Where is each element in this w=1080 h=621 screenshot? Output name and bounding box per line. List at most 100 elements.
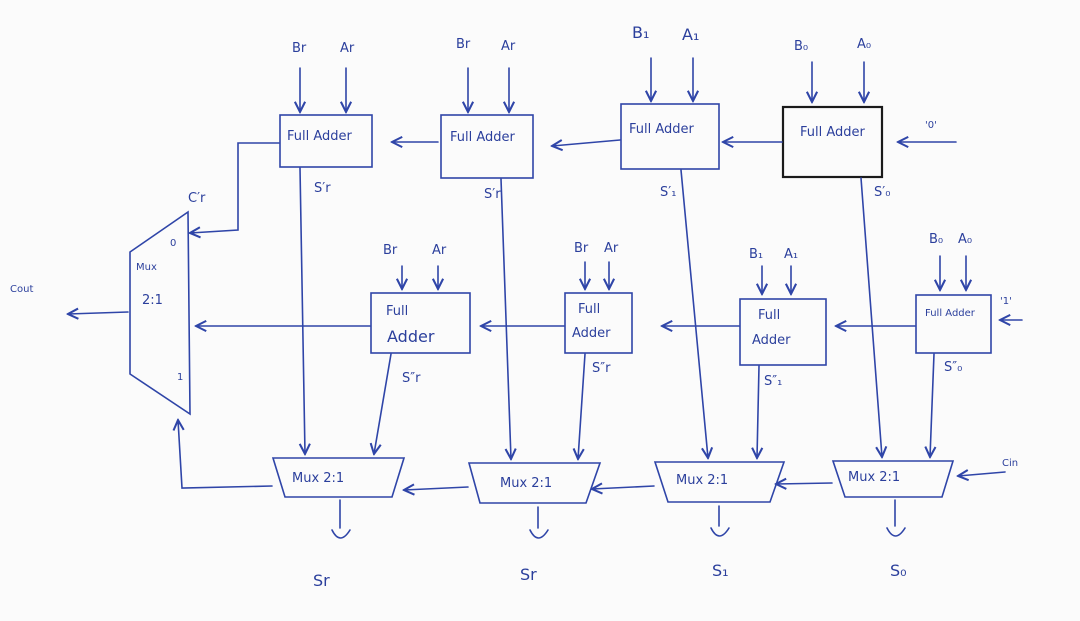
carry-mux-input-0: 0 <box>170 238 176 249</box>
top-sum-wire <box>300 167 305 454</box>
top-full-adder-r-1: Full Adder Br Ar S′r <box>440 37 534 202</box>
output-mux-label: Mux 2:1 <box>292 471 344 486</box>
input-a-label: A₁ <box>784 247 798 262</box>
output-arrow <box>886 527 906 537</box>
top-full-adder-r-2: Full Adder Br Ar S′r <box>279 41 373 196</box>
top-carry-in-label: '0' <box>925 120 937 131</box>
mux-select-wire <box>178 420 273 489</box>
input-a-label: A₀ <box>958 232 972 247</box>
bottom-adder-box <box>915 294 992 354</box>
top-adder-box <box>781 105 884 179</box>
top-sum-label: S′₁ <box>660 185 676 200</box>
output-mux-body <box>653 461 786 503</box>
output-mux-0: Mux 2:1 S₀ <box>831 460 955 580</box>
top-carry-wire <box>552 140 621 146</box>
output-sum-label: S₀ <box>890 561 907 580</box>
top-adder-row: Full Adder Br Ar S′r Full Adder Br Ar S′… <box>188 23 957 233</box>
output-mux-row: Mux 2:1 Sr Mux 2:1 Sr Mux 2:1 S₁ Mux 2:1… <box>271 457 1018 590</box>
mux-select-wire <box>592 486 655 489</box>
bottom-sum-wire <box>374 353 392 454</box>
output-arrow <box>529 529 549 539</box>
output-mux-1: Mux 2:1 S₁ <box>653 461 786 580</box>
input-b-label: Br <box>574 241 589 256</box>
carry-mux-label-line1: Mux <box>136 262 157 273</box>
top-sum-wire <box>680 169 708 458</box>
output-arrow <box>331 529 351 539</box>
cout-label: Cout <box>10 284 33 295</box>
carry-mux-label-line2: 2:1 <box>142 293 163 308</box>
bottom-full-adder-r-2: Full Adder Br Ar S″r <box>370 243 471 386</box>
bottom-adder-row: Full Adder Br Ar S″r Full Adder Br Ar S″… <box>196 232 1023 389</box>
bottom-sum-label: S″₁ <box>764 374 782 389</box>
input-a-label: Ar <box>340 41 355 56</box>
top-sum-label: S′r <box>484 187 501 202</box>
top-adder-box <box>440 114 534 179</box>
top-adder-label: Full Adder <box>800 125 866 140</box>
top-adder-label: Full Adder <box>287 129 353 144</box>
mux-select-wire <box>404 487 469 490</box>
input-b-label: B₀ <box>929 232 943 247</box>
bottom-adder-label-line1: Full <box>386 304 408 319</box>
output-sum-label: Sr <box>313 571 330 590</box>
top-full-adder-0: Full Adder B₀ A₀ S′₀ <box>781 37 890 200</box>
top-sum-wire <box>860 177 882 457</box>
top-sum-wire <box>500 178 511 459</box>
cin-label: Cin <box>1002 458 1018 469</box>
input-a-label: Ar <box>604 241 619 256</box>
input-b-label: Br <box>292 41 307 56</box>
input-a-label: Ar <box>501 39 516 54</box>
bottom-sum-label: S″r <box>592 361 611 376</box>
carry-mux-body <box>129 210 191 416</box>
output-sum-label: S₁ <box>712 561 729 580</box>
bottom-carry-in-label: '1' <box>1000 296 1012 307</box>
output-mux-label: Mux 2:1 <box>848 470 900 485</box>
cin-wire <box>958 472 1006 476</box>
top-adder-box <box>620 103 720 170</box>
top-adder-box <box>279 114 373 168</box>
top-sum-label: S′₀ <box>874 185 890 200</box>
carry-select-mux: Mux 2:1 0 1 Cout <box>10 210 273 489</box>
output-arrow <box>710 527 730 537</box>
bottom-sum-label: S″₀ <box>944 360 962 375</box>
top-carry-out-label: C′r <box>188 191 206 206</box>
bottom-full-adder-r-1: Full Adder Br Ar S″r <box>564 241 633 376</box>
bottom-adder-label-line1: Full <box>758 308 780 323</box>
cout-wire <box>68 312 129 314</box>
mux-select-wire <box>776 483 833 484</box>
bottom-adder-label-line2: Adder <box>387 327 435 346</box>
output-mux-body <box>467 462 602 504</box>
top-adder-label: Full Adder <box>629 122 695 137</box>
bottom-full-adder-0: Full Adder B₀ A₀ S″₀ <box>915 232 992 375</box>
bottom-sum-wire <box>757 365 759 458</box>
output-mux-label: Mux 2:1 <box>676 473 728 488</box>
bottom-adder-box <box>370 292 471 354</box>
input-a-label: A₁ <box>682 25 699 44</box>
top-full-adder-1: Full Adder B₁ A₁ S′₁ <box>620 23 720 200</box>
output-mux-2: Mux 2:1 Sr <box>467 462 602 584</box>
input-b-label: Br <box>383 243 398 258</box>
output-mux-3: Mux 2:1 Sr <box>271 457 406 590</box>
output-mux-label: Mux 2:1 <box>500 476 552 491</box>
carry-mux-input-1: 1 <box>177 372 183 383</box>
input-b-label: Br <box>456 37 471 52</box>
bottom-sum-wire <box>930 353 934 457</box>
output-mux-body <box>831 460 955 498</box>
bottom-adder-box <box>739 298 827 366</box>
bottom-adder-label-line1: Full <box>578 302 600 317</box>
bottom-sum-wire <box>578 353 586 459</box>
input-b-label: B₀ <box>794 39 808 54</box>
bottom-adder-label-line1: Full Adder <box>925 308 976 319</box>
input-a-label: A₀ <box>857 37 871 52</box>
output-sum-label: Sr <box>520 565 537 584</box>
sum-wires <box>300 167 934 459</box>
top-sum-label: S′r <box>314 181 331 196</box>
bottom-sum-label: S″r <box>402 371 421 386</box>
bottom-adder-label-line2: Adder <box>572 326 611 341</box>
input-b-label: B₁ <box>749 247 763 262</box>
bottom-adder-label-line2: Adder <box>752 333 791 348</box>
input-b-label: B₁ <box>632 23 649 42</box>
top-adder-label: Full Adder <box>450 130 516 145</box>
bottom-adder-box <box>564 292 633 354</box>
input-a-label: Ar <box>432 243 447 258</box>
